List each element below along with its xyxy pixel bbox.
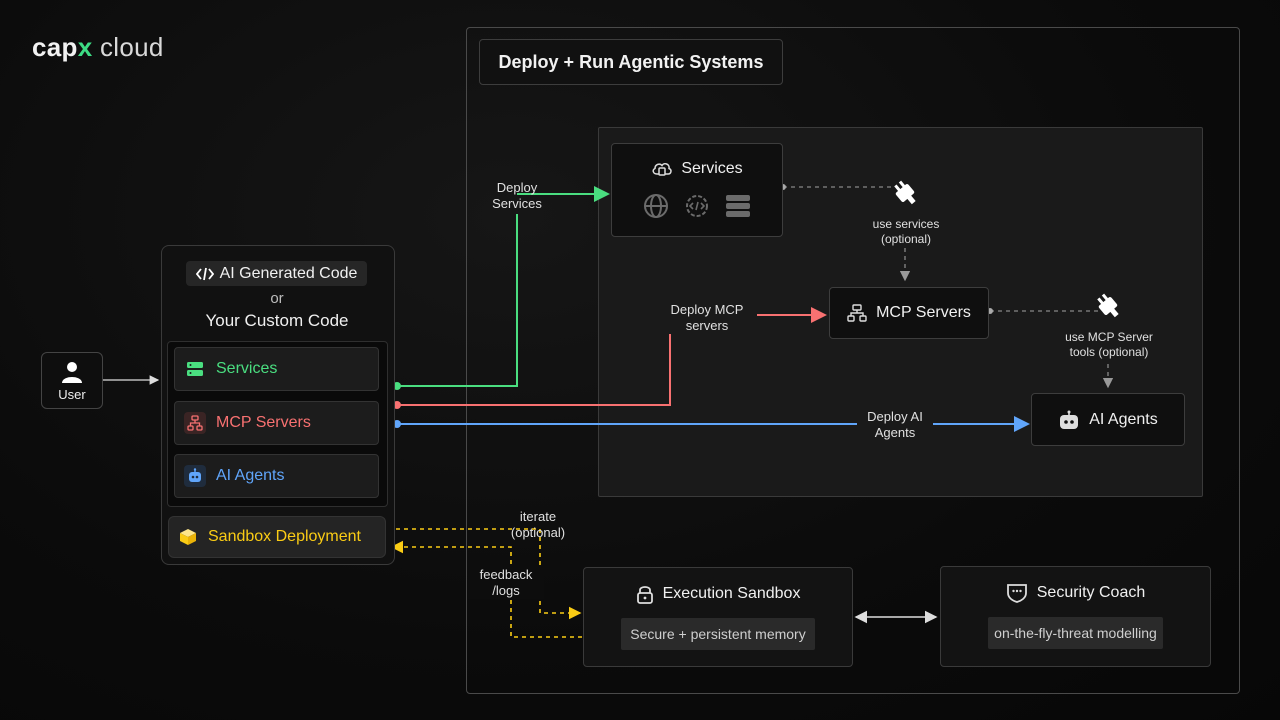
custom-code-text: Your Custom Code	[205, 311, 349, 330]
globe-icon	[644, 194, 668, 218]
user-node[interactable]: User	[41, 352, 103, 409]
feedback-label: feedback /logs	[468, 567, 544, 599]
code-item-mcp-servers[interactable]: MCP Servers	[174, 401, 379, 445]
use-mcp-label: use MCP Server tools (optional)	[1065, 330, 1153, 359]
cloud-service-icon	[652, 162, 672, 176]
plugin-icon	[894, 180, 916, 205]
deploy-mcp-edge	[397, 334, 671, 406]
robot-icon	[184, 465, 206, 487]
database-icon	[726, 195, 750, 217]
shield-chat-icon	[1006, 584, 1027, 603]
server-icon	[185, 359, 205, 379]
deploy-mcp-label: Deploy MCP servers	[657, 302, 757, 334]
sandbox-deployment-button[interactable]: Sandbox Deployment	[168, 516, 386, 558]
iterate-label: iterate (optional)	[510, 509, 566, 540]
mcp-servers-node[interactable]: MCP Servers	[829, 287, 989, 339]
services-port	[393, 382, 401, 390]
or-text: or	[270, 290, 284, 307]
services-node[interactable]: Services	[611, 143, 783, 237]
main-title: Deploy + Run Agentic Systems	[479, 39, 783, 85]
deploy-services-label: Deploy Services	[492, 180, 542, 211]
mcp-network-icon	[184, 412, 206, 434]
code-item-ai-agents[interactable]: AI Agents	[174, 454, 379, 498]
lock-icon	[636, 586, 653, 604]
security-coach-subtitle: on-the-fly-threat modelling	[988, 617, 1163, 649]
user-icon	[62, 361, 82, 383]
deploy-agents-label: Deploy AI Agents	[857, 409, 933, 441]
plugin-icon	[1097, 293, 1119, 318]
cube-icon	[178, 527, 198, 547]
code-icon	[195, 267, 214, 280]
execution-sandbox-node[interactable]: Execution Sandbox Secure + persistent me…	[583, 567, 853, 667]
ai-agents-node[interactable]: AI Agents	[1031, 393, 1185, 446]
robot-icon	[1060, 410, 1079, 429]
security-coach-node[interactable]: Security Coach on-the-fly-threat modelli…	[940, 566, 1211, 667]
deploy-services-edge	[397, 214, 518, 387]
execution-sandbox-subtitle: Secure + persistent memory	[621, 618, 815, 650]
mcp-port	[393, 401, 401, 409]
code-item-services[interactable]: Services	[174, 347, 379, 391]
agents-port	[393, 420, 401, 428]
use-services-label: use services (optional)	[872, 217, 940, 246]
agentic-systems-panel	[466, 27, 1240, 694]
network-icon	[847, 304, 867, 322]
code-gear-icon	[686, 195, 708, 217]
ai-generated-code-chip: AI Generated Code	[186, 261, 367, 286]
capx-cloud-logo: capx cloud	[32, 32, 164, 62]
